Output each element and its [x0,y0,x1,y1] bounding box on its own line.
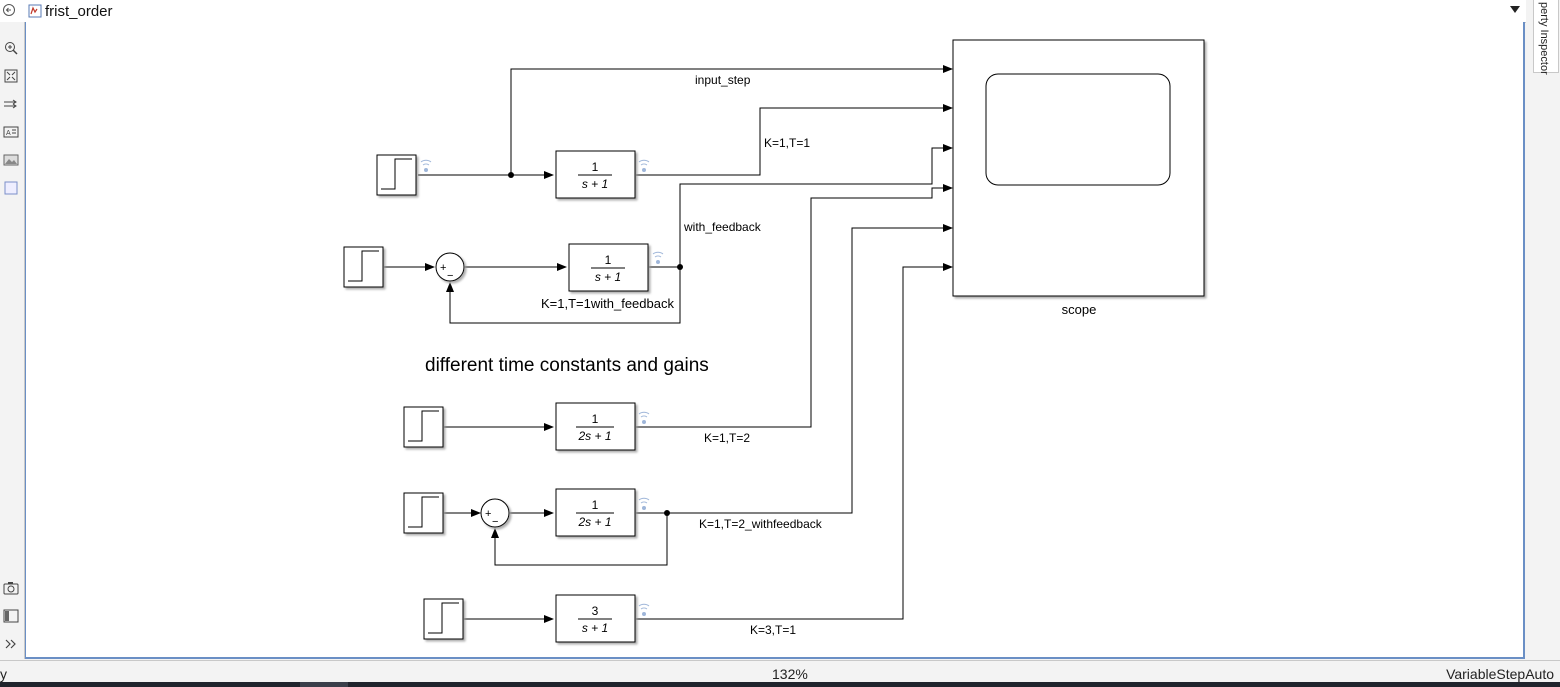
sum-block-2[interactable]: + − [480,498,510,528]
transfer-fcn-block-5[interactable]: 3 s + 1 [555,594,636,643]
taskbar [0,682,1560,687]
signal-logging-icon [638,159,650,172]
tf-denominator: s + 1 [582,177,608,191]
screenshot-icon[interactable] [3,580,19,596]
signal-logging-icon [638,603,650,616]
signal-line-with-feedback[interactable] [649,144,953,268]
signal-logging-icon [652,251,664,264]
model-canvas[interactable] [25,22,1525,659]
sum-plus-sign: + [485,508,491,520]
area-icon[interactable] [3,180,19,196]
tf-numerator: 1 [605,253,612,267]
signal-line-input-step[interactable] [510,65,953,175]
sum-block-1[interactable]: + − [435,252,465,282]
scope-screen [985,73,1171,186]
tf-numerator: 1 [592,412,599,426]
block-diagram[interactable]: + − + − 1 s + 1 1 s + 1 1 2s + 1 1 2s + … [0,0,1525,659]
signal-label[interactable]: K=1,T=2_withfeedback [699,517,823,531]
transfer-fcn-block-3[interactable]: 1 2s + 1 [555,402,636,451]
solver-setting[interactable]: VariableStepAuto [1446,666,1554,682]
scope-block[interactable] [952,39,1205,297]
signal-label[interactable]: K=1,T=1 [764,136,810,150]
zoom-icon[interactable] [3,40,19,56]
sum-minus-sign: − [447,270,453,282]
tf-numerator: 1 [592,160,599,174]
signal-logging-icon [638,411,650,424]
step-block-1[interactable] [376,154,417,196]
step-block-2[interactable] [343,246,384,288]
signal-line-k1-t1[interactable] [636,104,953,176]
model-name: frist_order [45,2,113,20]
signal-label[interactable]: K=1,T=2 [704,431,750,445]
step-block-4[interactable] [403,492,444,534]
diagram-annotation[interactable]: different time constants and gains [425,355,709,376]
signal-line-k1-t2-withfeedback[interactable] [636,224,953,514]
signal-label[interactable]: K=3,T=1 [750,623,796,637]
model-browser-icon[interactable] [3,608,19,624]
signal-logging-icon [420,159,432,172]
expand-icon[interactable] [3,636,19,652]
step-block-3[interactable] [403,406,444,448]
branch-point [664,510,670,516]
zoom-level[interactable]: 132% [772,666,808,682]
signal-line-k3-t1[interactable] [636,263,953,620]
breadcrumb[interactable]: frist_order [28,1,113,21]
tf-denominator: s + 1 [595,270,621,284]
step-block-5[interactable] [423,598,464,640]
tf-numerator: 3 [592,604,599,618]
status-text: y [0,666,7,682]
status-bar: y 132% VariableStepAuto [0,660,1560,683]
feedback-line[interactable] [446,267,681,324]
image-icon[interactable] [3,152,19,168]
transfer-fcn-block-2[interactable]: 1 s + 1 [568,243,649,292]
tf-denominator: 2s + 1 [577,515,611,529]
block-name[interactable]: scope [1062,302,1097,317]
branch-point [677,264,683,270]
feedback-line[interactable] [491,513,668,566]
signal-label[interactable]: with_feedback [683,220,762,234]
signal-label[interactable]: input_step [695,73,751,87]
branch-point [508,172,514,178]
property-inspector-label: perty Inspector [1538,2,1550,75]
right-panel-strip [1528,0,1560,660]
transfer-fcn-block-1[interactable]: 1 s + 1 [555,150,636,199]
tf-denominator: s + 1 [582,621,608,635]
tf-denominator: 2s + 1 [577,429,611,443]
annotation-icon[interactable]: A [3,124,19,140]
sum-plus-sign: + [440,262,446,274]
property-inspector-tab[interactable]: perty Inspector [1533,0,1559,75]
model-icon [28,4,42,18]
breadcrumb-dropdown-icon[interactable] [1510,6,1520,13]
block-name[interactable]: K=1,T=1with_feedback [541,296,674,311]
tool-palette: A [0,22,25,659]
route-lines-icon[interactable] [3,96,19,112]
transfer-fcn-block-4[interactable]: 1 2s + 1 [555,488,636,537]
signal-logging-icon [638,497,650,510]
sum-minus-sign: − [492,516,498,528]
tf-numerator: 1 [592,498,599,512]
navigate-icon[interactable] [2,3,16,17]
svg-text:A: A [6,130,11,137]
signal-line-k1-t2[interactable] [636,184,953,428]
fit-to-view-icon[interactable] [3,68,19,84]
